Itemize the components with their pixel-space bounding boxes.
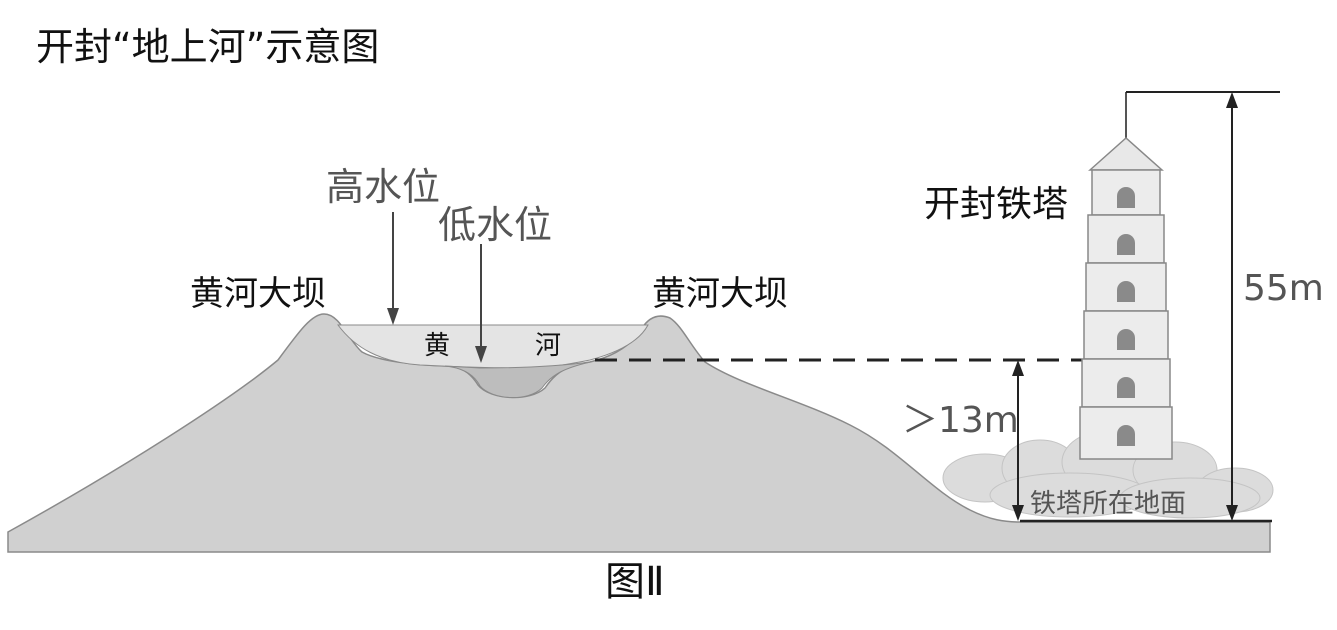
diagram-title: 开封“地上河”示意图 (36, 25, 379, 69)
river-char-2: 河 (535, 331, 561, 361)
iron-tower (1079, 92, 1173, 460)
river-water-low (444, 361, 591, 399)
tower-name-label: 开封铁塔 (924, 184, 1068, 225)
low-water-label: 低水位 (438, 203, 552, 247)
dam-right-label: 黄河大坝 (652, 274, 788, 314)
river-char-1: 黄 (424, 331, 450, 361)
tower-height-label: 55m (1243, 268, 1324, 309)
height-diff-label: ＞13m (902, 400, 1019, 441)
figure-caption: 图Ⅱ (605, 559, 665, 605)
dam-left-label: 黄河大坝 (190, 274, 326, 314)
high-water-label: 高水位 (326, 165, 440, 209)
tower-ground-label: 铁塔所在地面 (1030, 489, 1186, 519)
tower-base-clouds (942, 429, 1274, 519)
